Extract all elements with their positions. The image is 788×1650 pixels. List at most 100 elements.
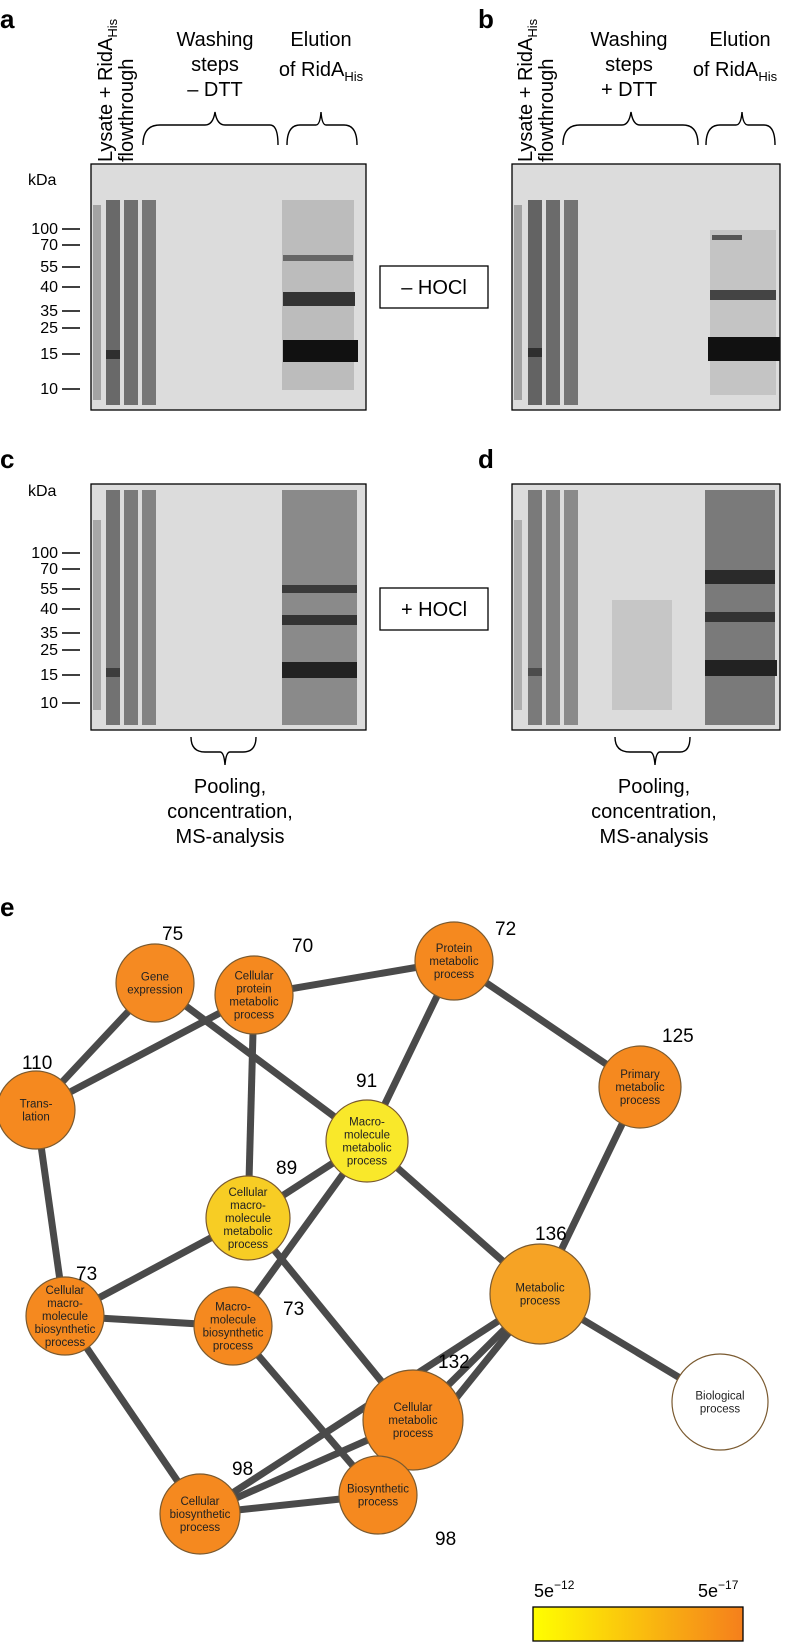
steps-label-b: steps [605, 54, 653, 76]
node-count-mbp: 73 [283, 1299, 304, 1320]
node-label-bsp: Biosynthetic [347, 1484, 409, 1496]
node-label-cmp: Cellular [394, 1402, 433, 1414]
condition-minus-hocl: – HOCl [401, 277, 467, 299]
node-label-cpm: metabolic [229, 997, 278, 1009]
washing-label-a: Washing [176, 29, 253, 51]
elution-brace-b [705, 111, 776, 146]
node-label-bio: process [700, 1404, 741, 1416]
gel-lanes-middle-d [612, 600, 672, 710]
marker-25: 25 [40, 320, 58, 337]
node-count-cmbp: 73 [76, 1264, 97, 1285]
panel-label-e: e [0, 892, 14, 922]
washing-label-b: Washing [590, 29, 667, 51]
node-label-bsp: process [358, 1497, 399, 1509]
node-circle-bsp [338, 1455, 418, 1535]
node-circle-cmp [362, 1369, 464, 1471]
lysate-label-b: Lysate + RidAHis [515, 18, 540, 162]
marker-10: 10 [40, 381, 58, 398]
marker-70: 70 [40, 237, 58, 254]
node-circle-trans [0, 1070, 76, 1150]
marker-25: 25 [40, 642, 58, 659]
node-count-bsp: 98 [435, 1529, 456, 1550]
node-label-prim: metabolic [615, 1082, 664, 1094]
gel-lanes-left-b [514, 200, 578, 405]
node-label-bio: Biological [695, 1391, 744, 1403]
node-label-metab: Metabolic [515, 1283, 564, 1295]
dtt-label-a: – DTT [187, 79, 243, 101]
marker-scale-c: 100 70 55 40 35 25 15 10 [31, 545, 80, 712]
legend-low-value: 5e−12 [534, 1578, 575, 1601]
node-label-cmmp: process [228, 1239, 269, 1251]
node-circle-metab [489, 1243, 591, 1345]
dtt-label-b: + DTT [601, 79, 657, 101]
elution-brace-a [286, 111, 358, 146]
steps-label-a: steps [191, 54, 239, 76]
node-count-cpm: 70 [292, 936, 313, 957]
node-circle-mbp [193, 1286, 273, 1366]
condition-box-minus [379, 265, 489, 309]
panel-label-b: b [478, 4, 494, 34]
node-circle-pmp [414, 921, 494, 1001]
gel-lanes-right-a [282, 200, 358, 390]
node-label-pmp: metabolic [429, 956, 478, 968]
node-circle-cbp [159, 1473, 241, 1555]
node-count-metab: 136 [535, 1224, 567, 1245]
node-label-cbp: Cellular [181, 1496, 220, 1508]
marker-35: 35 [40, 303, 58, 320]
node-count-cmp: 132 [438, 1352, 470, 1373]
node-label-cmmp: macro- [230, 1200, 266, 1212]
gel-lanes-left-d [514, 490, 578, 725]
node-label-trans: lation [22, 1112, 50, 1124]
pooling-brace-d [614, 736, 691, 766]
node-label-cpm: process [234, 1010, 275, 1022]
node-label-pmp: Protein [436, 943, 472, 955]
pooling-line3-c: MS-analysis [176, 826, 285, 848]
node-label-mmp: molecule [344, 1130, 390, 1142]
marker-55: 55 [40, 581, 58, 598]
node-label-cmbp: macro- [47, 1298, 83, 1310]
condition-box-plus [379, 587, 489, 631]
node-label-mbp: molecule [210, 1315, 256, 1327]
node-count-mmp: 91 [356, 1071, 377, 1092]
node-label-mmp: process [347, 1156, 388, 1168]
marker-100: 100 [31, 221, 58, 238]
elution-of-label-a: of RidAHis [279, 59, 364, 84]
gel-lanes-left-a [93, 200, 156, 405]
marker-100: 100 [31, 545, 58, 562]
node-count-cbp: 98 [232, 1459, 253, 1480]
node-circle-cpm [214, 955, 294, 1035]
washing-brace-b [562, 111, 699, 146]
node-label-cmp: process [393, 1428, 434, 1440]
node-label-gene: expression [127, 985, 183, 997]
pooling-line1-c: Pooling, [194, 776, 266, 798]
gel-lanes-right-d [705, 490, 777, 725]
kda-label-c: kDa [28, 483, 57, 500]
node-label-pmp: process [434, 969, 475, 981]
node-label-cmbp: Cellular [46, 1285, 85, 1297]
marker-15: 15 [40, 346, 58, 363]
washing-brace-a [142, 111, 279, 146]
panel-label-c: c [0, 444, 14, 474]
elution-label-a: Elution [290, 29, 351, 51]
node-label-cpm: Cellular [235, 971, 274, 983]
pooling-line1-d: Pooling, [618, 776, 690, 798]
gel-image-a [90, 163, 367, 411]
gel-image-c [90, 483, 367, 731]
node-count-prim: 125 [662, 1026, 694, 1047]
color-bar [532, 1606, 744, 1642]
edge-gene-mmp [152, 980, 370, 1144]
pooling-line2-c: concentration, [167, 801, 293, 823]
node-label-mmp: metabolic [342, 1143, 391, 1155]
node-label-metab: process [520, 1296, 561, 1308]
node-label-cmbp: process [45, 1337, 86, 1349]
pooling-line3-d: MS-analysis [600, 826, 709, 848]
node-label-gene: Gene [141, 972, 169, 984]
node-label-cmbp: biosynthetic [35, 1324, 96, 1336]
